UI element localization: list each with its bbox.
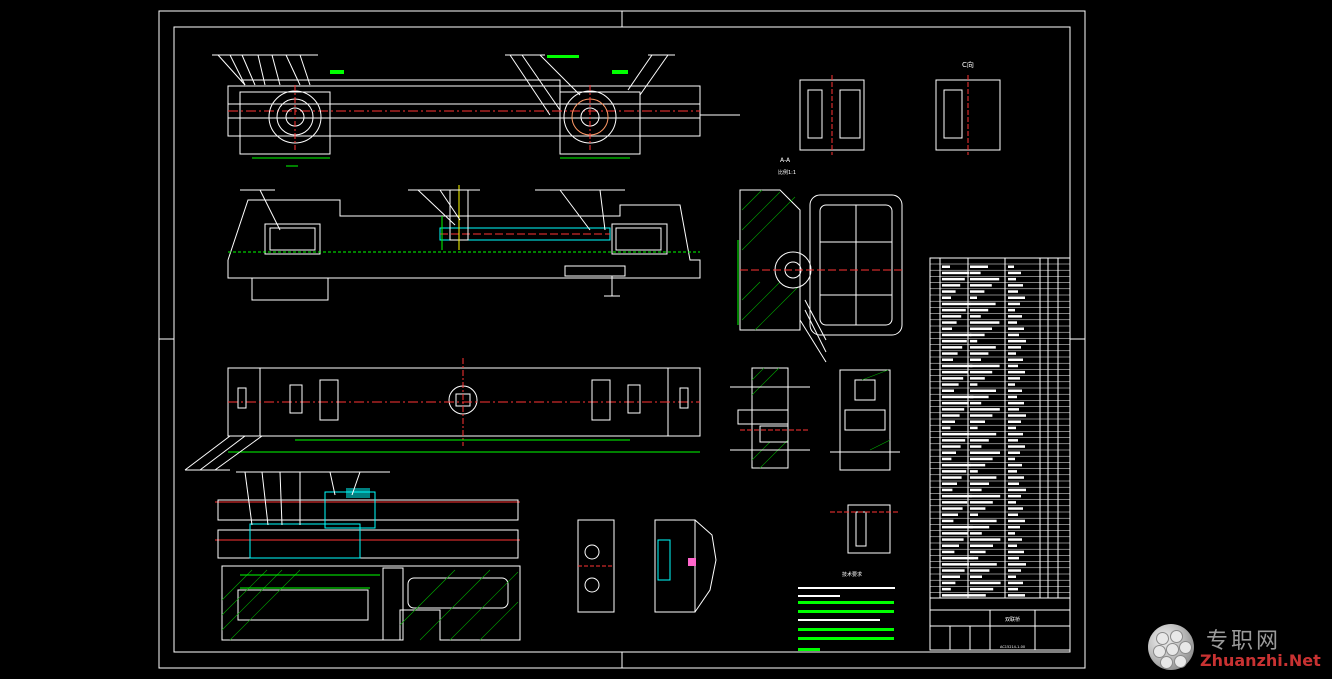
detail-bracket-views — [577, 519, 717, 613]
watermark-logo-icon — [1148, 624, 1194, 670]
technical-requirements-heading: 技术要求 — [842, 571, 862, 578]
technical-requirements: 技术要求 — [798, 571, 895, 651]
bottom-plan-view — [184, 358, 701, 471]
view-c-group: C向 — [799, 60, 1001, 155]
watermark-cn-text: 专职网 — [1206, 629, 1282, 654]
title-block-drawing-no: AC15214-1-00 — [1000, 645, 1025, 649]
detail-section-c — [830, 369, 900, 471]
detail-section-d — [830, 504, 898, 554]
section-aa-view: A-A 比例1:1 — [737, 157, 905, 363]
front-elevation-view — [227, 185, 701, 301]
watermark-en-text: Zhuanzhi.Net — [1200, 651, 1321, 670]
zhuanzhi-watermark: 专职网 Zhuanzhi.Net — [1144, 621, 1324, 675]
view-c-label: C向 — [962, 60, 974, 69]
section-aa-scale: 比例1:1 — [778, 169, 796, 176]
title-block-title: 双联桥 — [1005, 616, 1020, 623]
parts-list-table — [929, 257, 1071, 599]
title-block: 双联桥 AC15214-1-00 — [929, 597, 1071, 651]
shaft-section-detail — [215, 471, 521, 641]
detail-section-b — [730, 367, 810, 469]
top-plan-view — [212, 54, 740, 167]
section-aa-label: A-A — [780, 157, 791, 164]
